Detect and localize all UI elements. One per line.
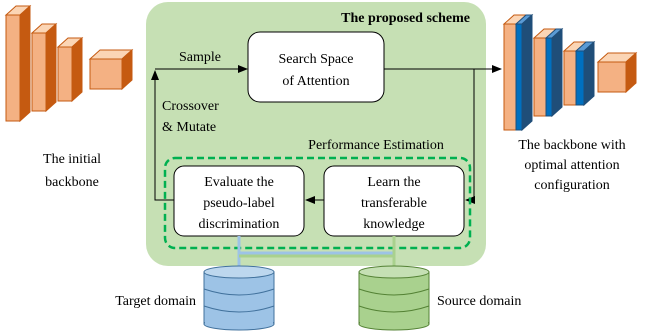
learn-label-line3: knowledge — [363, 217, 424, 232]
crossover-label-line2: & Mutate — [162, 120, 216, 135]
learn-label-line2: transferable — [361, 196, 427, 211]
source-domain-label: Source domain — [437, 294, 521, 309]
crossover-label-line1: Crossover — [162, 99, 219, 114]
target-domain-label: Target domain — [115, 294, 196, 309]
evaluate-label-line2: pseudo-label — [203, 196, 275, 211]
performance-estimation-label: Performance Estimation — [308, 138, 444, 153]
optimal-backbone-label-line2: optimal attention — [524, 158, 619, 173]
proposed-scheme-title: The proposed scheme — [341, 11, 470, 26]
estimation-input-arrow — [465, 69, 475, 204]
optimal-backbone-label-line1: The backbone with — [518, 138, 625, 153]
optimal-backbone-graphic — [502, 13, 638, 132]
search-space-label-line2: of Attention — [282, 74, 349, 89]
evaluate-label-line1: Evaluate the — [204, 175, 274, 190]
optimal-backbone-label-line3: configuration — [534, 178, 609, 193]
initial-backbone-graphic — [4, 4, 134, 123]
search-space-label-line1: Search Space — [278, 52, 353, 67]
crossover-loop-arrow — [151, 70, 174, 201]
evaluate-label-line3: discrimination — [199, 217, 280, 232]
learn-label-line1: Learn the — [367, 175, 420, 190]
initial-backbone-label-line1: The initial — [43, 152, 101, 167]
sample-label: Sample — [179, 50, 221, 65]
performance-estimation-dashed-box — [163, 156, 472, 250]
initial-backbone-label-line2: backbone — [45, 175, 99, 190]
source-domain-database-icon — [358, 265, 430, 331]
target-domain-database-icon — [203, 265, 275, 331]
search-space-box — [247, 31, 385, 103]
